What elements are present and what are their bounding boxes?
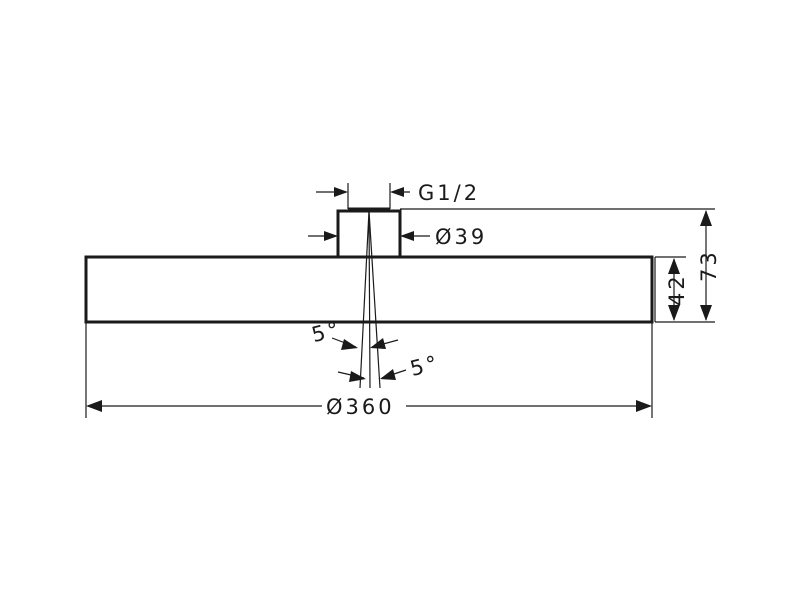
head-height-label: 42	[665, 273, 689, 306]
connector-diameter-dimension	[308, 231, 430, 241]
connector-diameter-label: Ø39	[435, 225, 487, 249]
swivel-lines	[359, 210, 381, 389]
thread-dimension	[316, 183, 410, 209]
head-diameter-label: Ø360	[326, 395, 395, 419]
head-diameter-dimension	[85, 322, 653, 418]
head-height-dimension	[668, 258, 680, 321]
thread-label: G1/2	[418, 181, 480, 205]
tilt-angle-right-dimension	[337, 369, 407, 382]
overall-height-dimension	[700, 210, 712, 321]
overall-height-label: 73	[697, 249, 721, 282]
tilt-angle-right-label: 5°	[408, 351, 443, 382]
tilt-angle-left-dimension	[331, 337, 399, 350]
